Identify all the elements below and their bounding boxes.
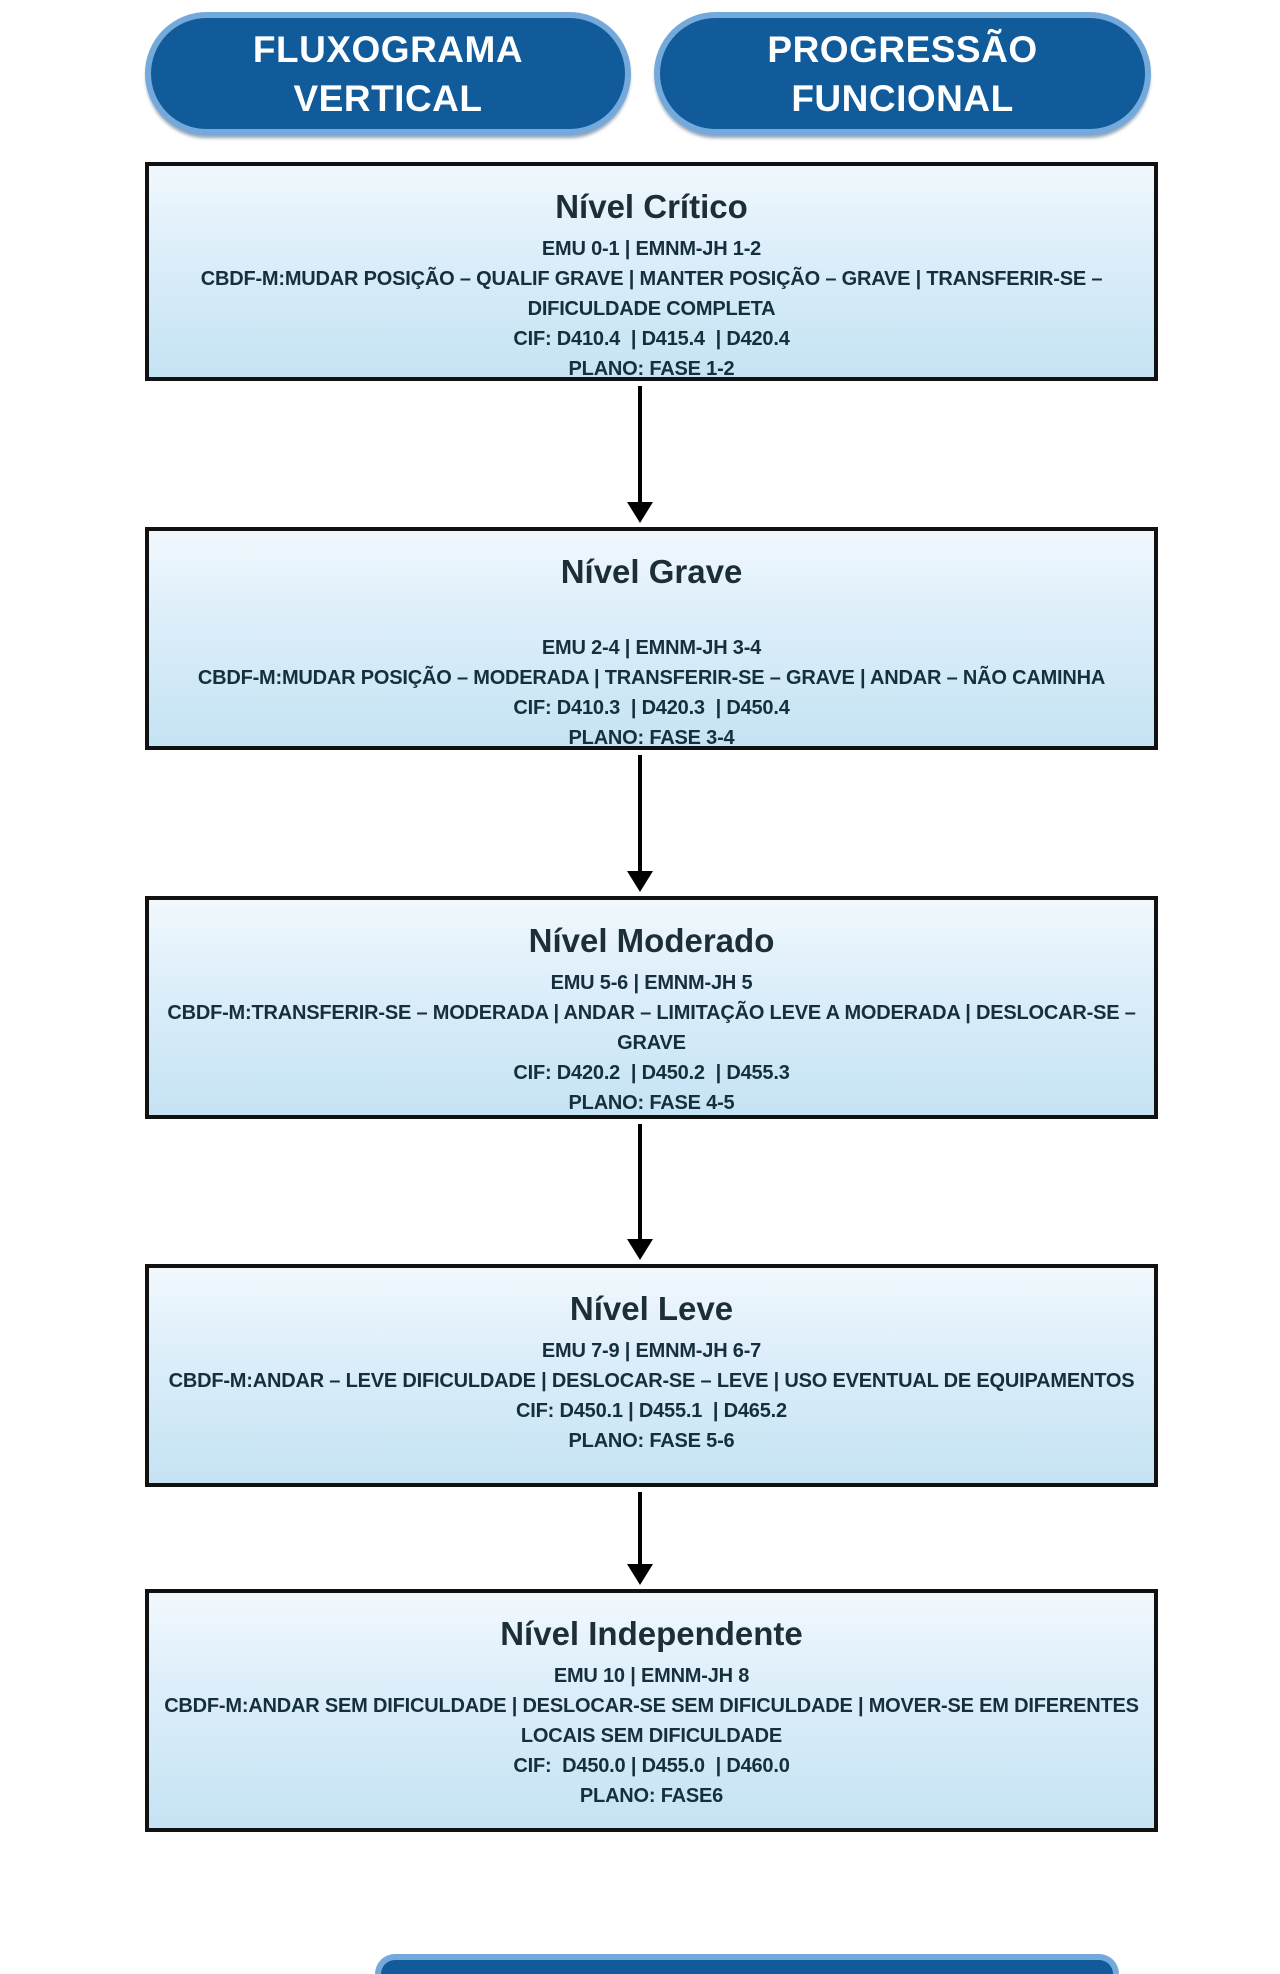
node-title: Nível Moderado: [528, 922, 775, 959]
pill-label-line2: FUNCIONAL: [791, 77, 1014, 119]
node-plano-line: PLANO: FASE 4-5: [568, 1092, 735, 1114]
node-emu-line: EMU 5-6 | EMNM-JH 5: [550, 972, 753, 994]
node-cbdf-line: CBDF-M:ANDAR – LEVE DIFICULDADE | DESLOC…: [168, 1370, 1135, 1392]
node-plano-line: PLANO: FASE 1-2: [568, 358, 735, 380]
node-cbdf-line: CBDF-M:MUDAR POSIÇÃO – MODERADA | TRANSF…: [197, 667, 1106, 689]
flow-node-nivel-moderado: Nível Moderado EMU 5-6 | EMNM-JH 5 CBDF-…: [145, 896, 1158, 1119]
arrow-shaft: [638, 1492, 642, 1566]
node-emu-line: EMU 7-9 | EMNM-JH 6-7: [541, 1340, 762, 1362]
node-cif-line: CIF: D420.2 | D450.2 | D455.3: [513, 1062, 790, 1084]
next-section-pill-partial: [375, 1954, 1119, 1974]
node-title: Nível Crítico: [555, 188, 748, 225]
node-emu-line: EMU 0-1 | EMNM-JH 1-2: [541, 238, 762, 260]
flow-node-nivel-critico: Nível Crítico EMU 0-1 | EMNM-JH 1-2 CBDF…: [145, 162, 1158, 381]
node-plano-line: PLANO: FASE 3-4: [568, 727, 735, 749]
header-pill-fluxograma-vertical: FLUXOGRAMA VERTICAL: [145, 12, 631, 135]
pill-label: FLUXOGRAMA VERTICAL: [253, 25, 523, 123]
arrow-shaft: [638, 386, 642, 504]
arrow-shaft: [638, 755, 642, 873]
arrow-down-icon: [627, 502, 653, 523]
node-plano-line: PLANO: FASE6: [579, 1785, 724, 1807]
node-cbdf-line: CBDF-M:MUDAR POSIÇÃO – QUALIF GRAVE | MA…: [200, 268, 1108, 320]
flow-arrow: [627, 1124, 653, 1260]
flow-node-nivel-grave: Nível Grave EMU 2-4 | EMNM-JH 3-4 CBDF-M…: [145, 527, 1158, 750]
node-emu-line: EMU 10 | EMNM-JH 8: [553, 1665, 750, 1687]
header: FLUXOGRAMA VERTICAL PROGRESSÃO FUNCIONAL: [145, 12, 1151, 135]
flow-node-nivel-leve: Nível Leve EMU 7-9 | EMNM-JH 6-7 CBDF-M:…: [145, 1264, 1158, 1487]
node-cif-line: CIF: D450.0 | D455.0 | D460.0: [513, 1755, 790, 1777]
arrow-shaft: [638, 1124, 642, 1241]
node-plano-line: PLANO: FASE 5-6: [568, 1430, 735, 1452]
arrow-down-icon: [627, 871, 653, 892]
node-cif-line: CIF: D410.3 | D420.3 | D450.4: [513, 697, 790, 719]
flow-arrow: [627, 1492, 653, 1585]
pill-label: PROGRESSÃO FUNCIONAL: [767, 25, 1037, 123]
node-cif-line: CIF: D410.4 | D415.4 | D420.4: [513, 328, 790, 350]
flow-node-nivel-independente: Nível Independente EMU 10 | EMNM-JH 8 CB…: [145, 1589, 1158, 1832]
node-cbdf-line: CBDF-M:ANDAR SEM DIFICULDADE | DESLOCAR-…: [164, 1695, 1145, 1747]
pill-label-line1: FLUXOGRAMA: [252, 28, 524, 70]
flow-arrow: [627, 386, 653, 523]
node-emu-line: EMU 2-4 | EMNM-JH 3-4: [541, 637, 762, 659]
node-cbdf-line: CBDF-M:TRANSFERIR-SE – MODERADA | ANDAR …: [167, 1002, 1142, 1054]
pill-label-line2: VERTICAL: [293, 77, 483, 119]
header-pill-progressao-funcional: PROGRESSÃO FUNCIONAL: [654, 12, 1151, 135]
node-title: Nível Grave: [560, 553, 743, 590]
arrow-down-icon: [627, 1239, 653, 1260]
flow-arrow: [627, 755, 653, 892]
pill-label-line1: PROGRESSÃO: [767, 28, 1038, 70]
node-cif-line: CIF: D450.1 | D455.1 | D465.2: [516, 1400, 787, 1422]
node-title: Nível Leve: [569, 1290, 734, 1327]
arrow-down-icon: [627, 1564, 653, 1585]
node-title: Nível Independente: [500, 1615, 803, 1652]
